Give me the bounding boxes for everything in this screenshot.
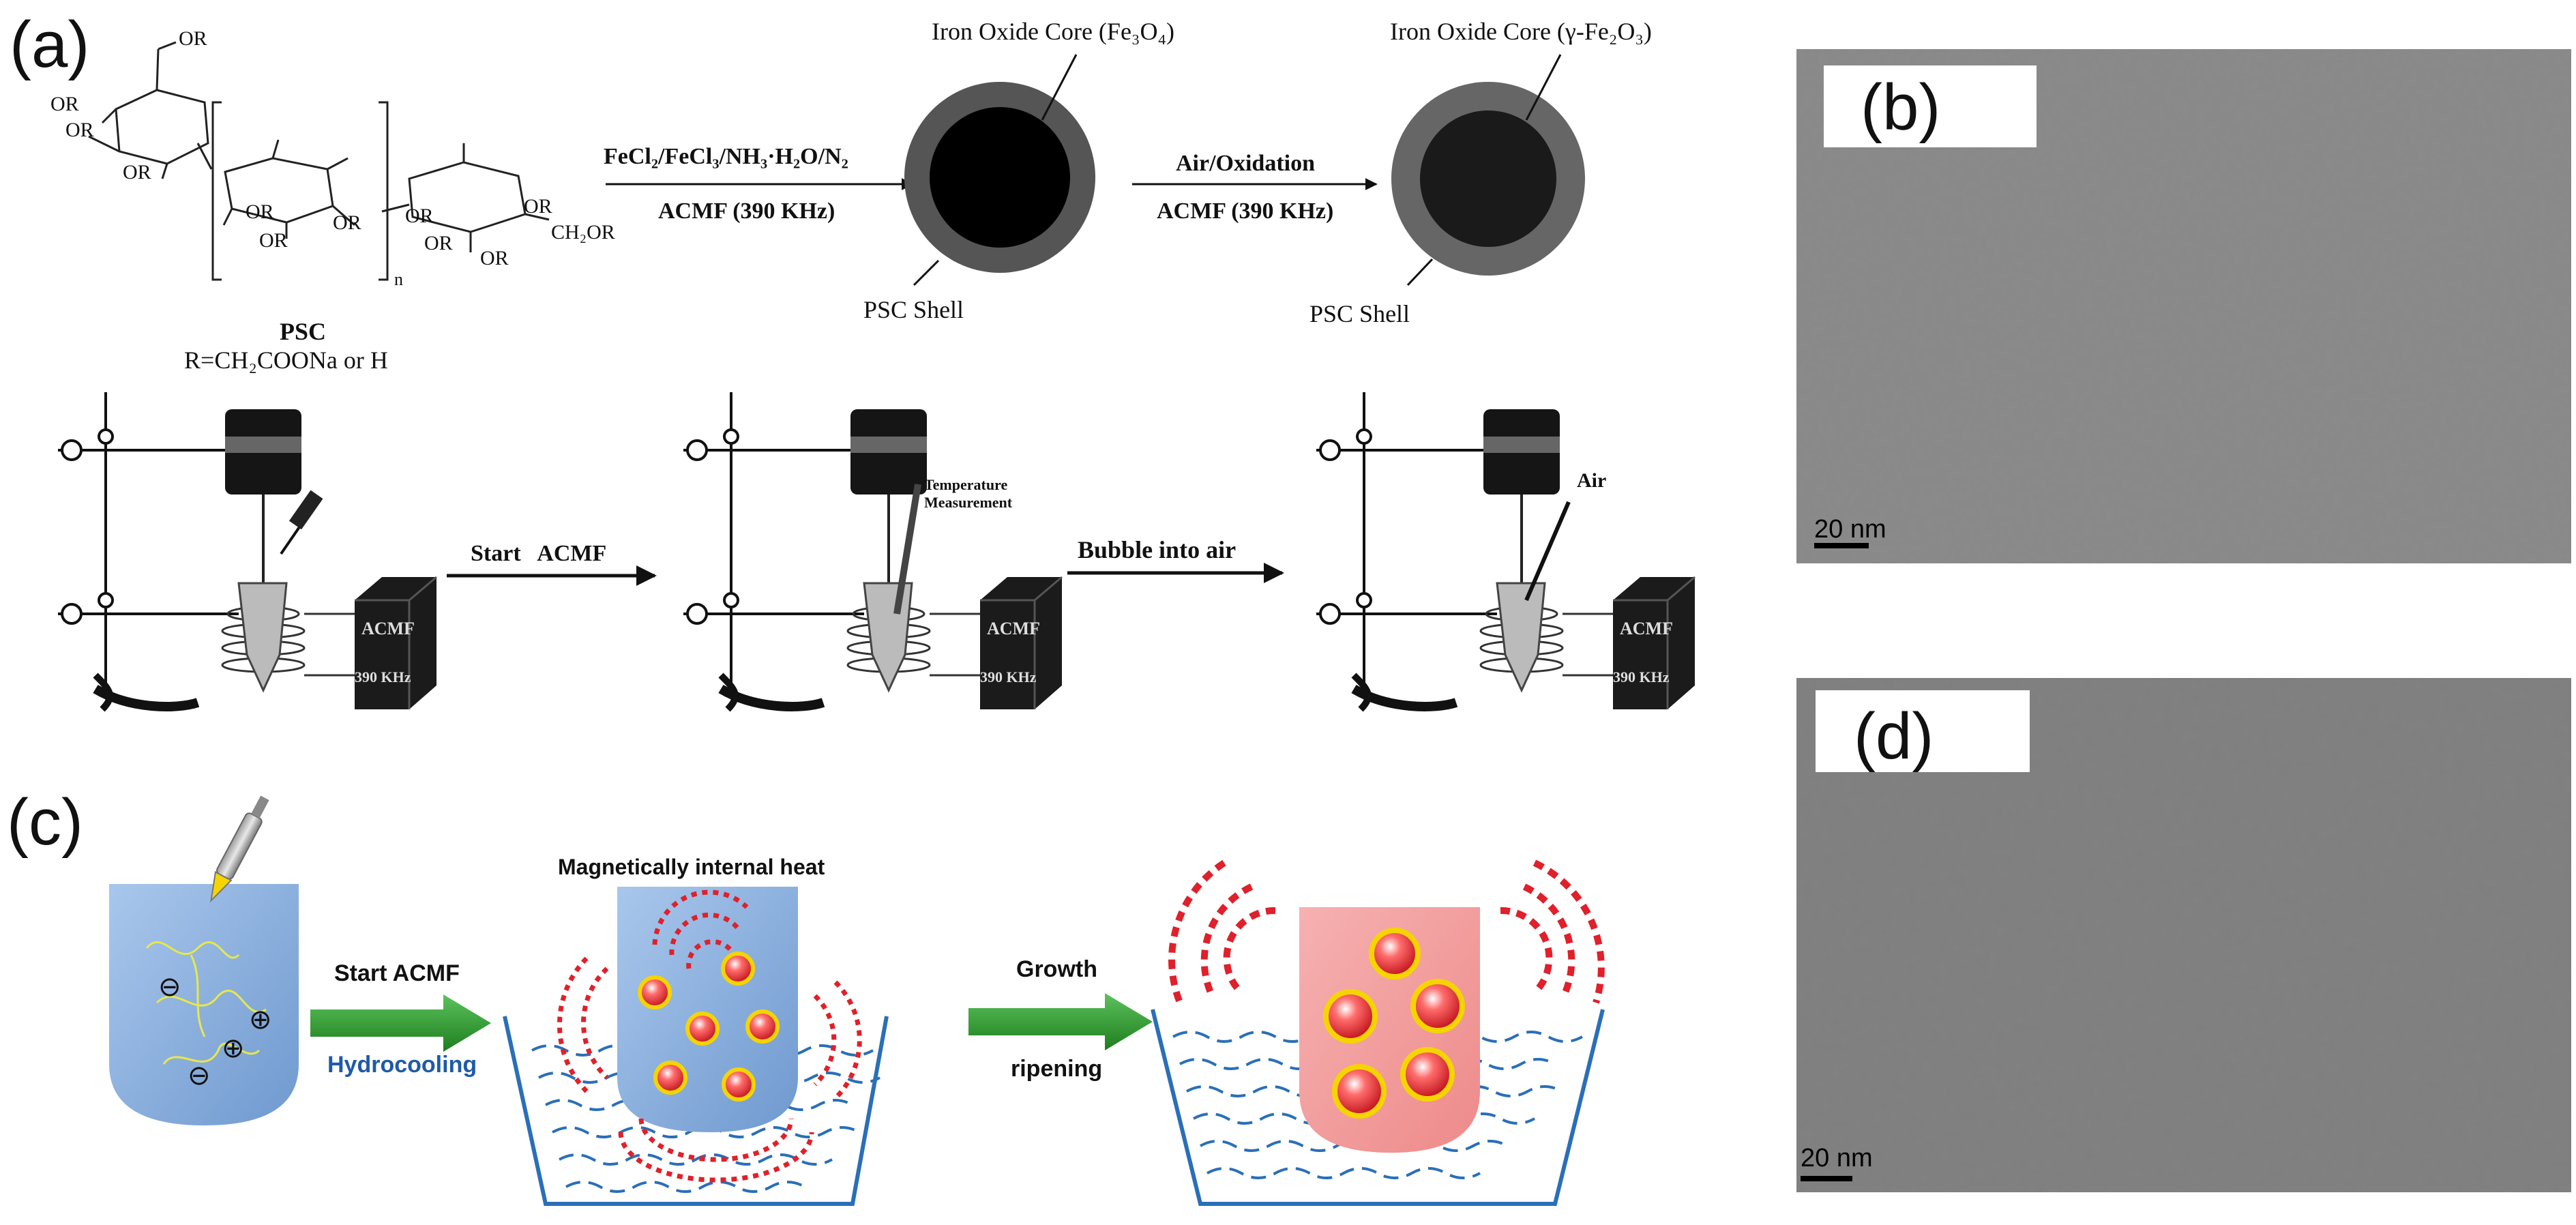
svg-text:ACMF: ACMF [361, 619, 415, 638]
svg-text:OR: OR [259, 229, 288, 252]
tem-image-d: (d) 20 nm [1796, 678, 2571, 1192]
core-fe2o3 [1420, 110, 1556, 247]
green-arrow-1 [310, 994, 491, 1052]
reaction-2-top: Air/Oxidation [1176, 151, 1315, 176]
shell-2-label: PSC Shell [1309, 300, 1410, 327]
arrow-2-bottom: ripening [1011, 1056, 1102, 1082]
setup-arrow-1-label: Start ACMF [471, 541, 606, 566]
reaction-1-top: FeCl₂/FeCl₃/NH₃·H₂O/N₂ [604, 144, 848, 169]
apparatus-setup-3 [1316, 392, 1695, 709]
air-tube-icon [1524, 501, 1571, 602]
svg-text:n: n [394, 269, 403, 289]
psc-structure [88, 41, 550, 281]
air-label: Air [1577, 469, 1606, 492]
svg-text:OR: OR [65, 119, 94, 141]
panel-label-d: (d) [1854, 700, 1934, 773]
arrow-2-top: Growth [1016, 956, 1097, 982]
core-fe3o4 [930, 107, 1070, 248]
panel-label-b: (b) [1861, 71, 1940, 144]
panel-label-a: (a) [10, 8, 89, 81]
charge-plus-1: ⊕ [249, 1005, 272, 1035]
panel-label-c: (c) [7, 786, 83, 859]
psc-or-labels: OR OR OR OR OR OR OR OR OR OR OR CH₂OR n [50, 27, 615, 289]
water-bath-1 [503, 1016, 889, 1206]
thermometer-icon [893, 484, 921, 615]
core-1-label: Iron Oxide Core (Fe₃O₄) [932, 18, 1174, 45]
svg-text:OR: OR [424, 232, 453, 254]
heat-waves-2 [1168, 859, 1605, 1004]
charge-minus-1: ⊖ [158, 972, 181, 1002]
heat-waves-1 [557, 889, 862, 1183]
svg-text:OR: OR [123, 161, 151, 183]
nanoparticles-small [638, 951, 780, 1102]
psc-r-group: R=CH₂COONa or H [184, 346, 388, 374]
psc-label: PSC [280, 318, 326, 345]
setup-arrow-2-label: Bubble into air [1078, 536, 1236, 563]
arrow-1-top: Start ACMF [334, 960, 460, 986]
svg-text:OR: OR [50, 93, 79, 115]
svg-text:CH₂OR: CH₂OR [551, 221, 615, 243]
tem-image-b: (b) 20 nm [1796, 49, 2571, 563]
svg-text:OR: OR [333, 211, 361, 234]
shell-1-label: PSC Shell [863, 296, 964, 323]
svg-text:OR: OR [524, 195, 552, 218]
beaker-initial: ⊖ ⊕ ⊕ ⊖ [109, 884, 299, 1125]
svg-text:OR: OR [179, 27, 207, 50]
pipette-tip-icon [210, 795, 269, 903]
charge-plus-2: ⊕ [222, 1033, 245, 1063]
scale-label-d: 20 nm [1801, 1144, 1873, 1172]
apparatus-setup-2 [683, 392, 1062, 709]
green-arrow-2 [968, 993, 1153, 1050]
temperature-label-2: Measurement [924, 494, 1013, 511]
charge-minus-2: ⊖ [188, 1061, 211, 1091]
svg-text:OR: OR [405, 205, 434, 227]
reaction-1-bottom: ACMF (390 KHz) [658, 198, 835, 224]
beaker-heating [617, 887, 798, 1132]
scale-label-b: 20 nm [1814, 515, 1886, 544]
nanoparticles-large [1323, 928, 1465, 1119]
svg-text:OR: OR [246, 201, 274, 223]
core-2-label: Iron Oxide Core (γ-Fe₂O₃) [1390, 18, 1652, 45]
svg-text:OR: OR [480, 247, 509, 269]
temperature-label-1: Temperature [924, 476, 1007, 493]
pipette-icon [280, 490, 323, 555]
svg-text:390 KHz: 390 KHz [355, 668, 411, 685]
heat-title: Magnetically internal heat [558, 855, 825, 879]
apparatus-setup-1: ACMF 390 KHz [58, 392, 437, 712]
reaction-2-bottom: ACMF (390 KHz) [1157, 198, 1333, 224]
arrow-1-bottom: Hydrocooling [327, 1052, 477, 1078]
